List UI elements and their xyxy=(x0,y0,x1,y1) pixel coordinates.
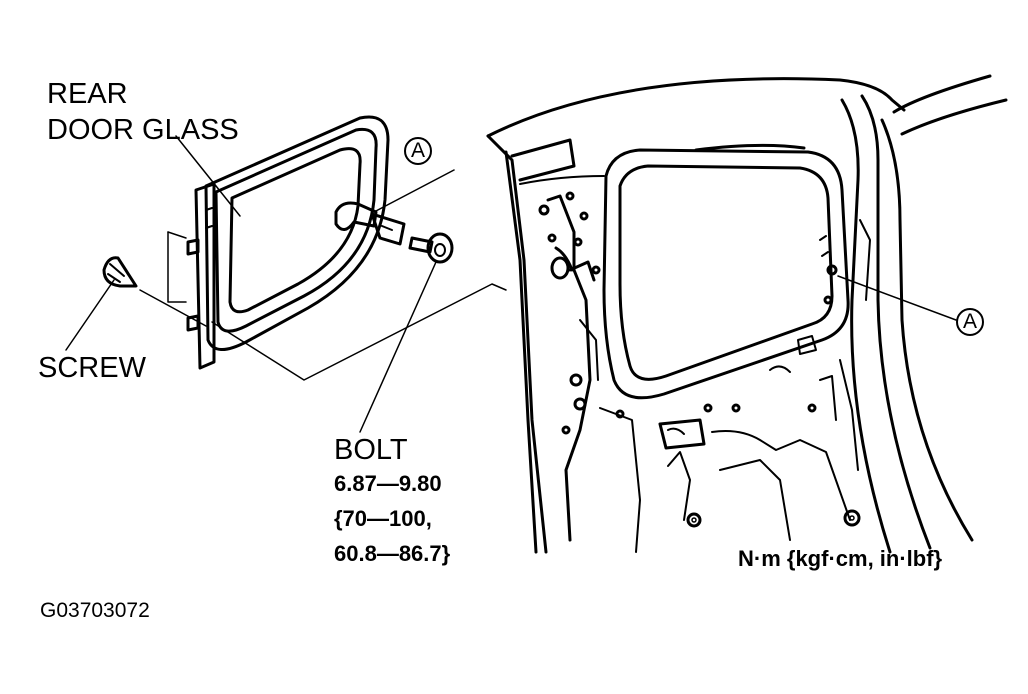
callout-a-glass: A xyxy=(404,137,432,165)
callout-a-door: A xyxy=(956,308,984,336)
torque-units-legend: N·m {kgf·cm, in·lbf} xyxy=(738,546,943,571)
bolt-part xyxy=(408,232,454,264)
leader-lines xyxy=(65,135,957,433)
rear-door-glass xyxy=(186,115,390,370)
figure-code: G03703072 xyxy=(40,599,150,622)
rear-door-glass-label-line1: REAR xyxy=(47,78,128,110)
door-inner-panel xyxy=(486,74,1008,554)
glass-clip xyxy=(334,201,406,246)
bolt-label: BOLT xyxy=(334,434,408,466)
bolt-torque-inlbf: 60.8—86.7} xyxy=(334,541,451,566)
bolt-torque-kgfcm: {70—100, xyxy=(334,506,432,531)
rear-door-glass-label-line2: DOOR GLASS xyxy=(47,114,239,146)
screw-label: SCREW xyxy=(38,352,146,384)
screw-part xyxy=(102,256,138,288)
bolt-torque-nm: 6.87—9.80 xyxy=(334,471,442,496)
